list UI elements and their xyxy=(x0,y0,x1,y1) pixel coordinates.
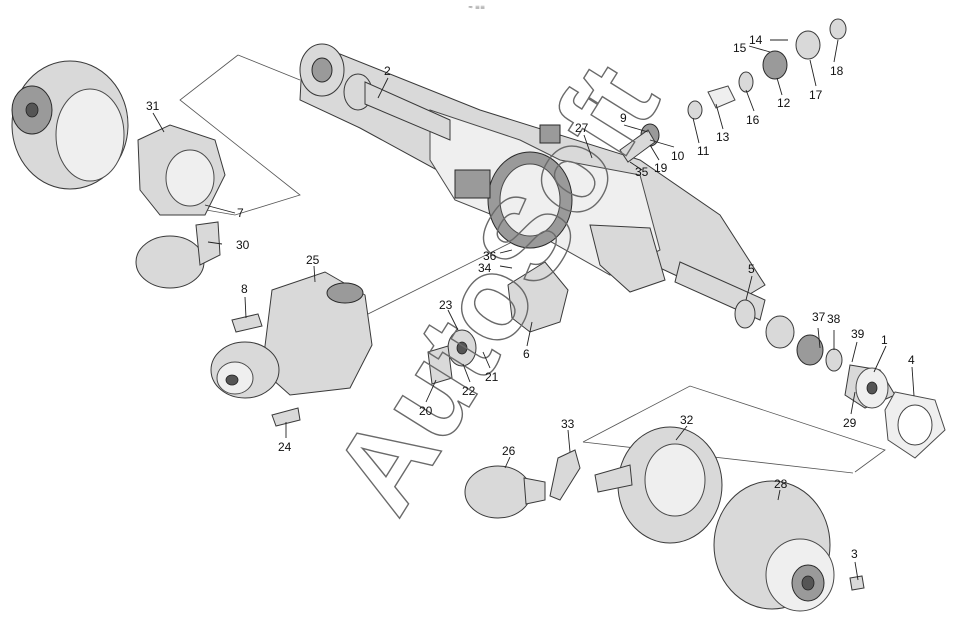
callout-17: 17 xyxy=(809,88,823,102)
callout-27: 27 xyxy=(575,121,589,135)
callout-32: 32 xyxy=(680,413,694,427)
callout-7: 7 xyxy=(237,206,244,220)
callout-36: 36 xyxy=(483,249,497,263)
callout-30: 30 xyxy=(236,238,250,252)
left-brake-drum xyxy=(11,60,129,190)
callout-12: 12 xyxy=(777,96,791,110)
right-brake-shoes xyxy=(594,426,723,544)
callout-11: 11 xyxy=(697,144,710,158)
callout-13: 13 xyxy=(716,130,730,144)
right-brake-chamber xyxy=(464,465,546,519)
callout-23: 23 xyxy=(439,298,453,312)
callout-15: 15 xyxy=(733,41,747,55)
callout-37: 37 xyxy=(812,310,826,324)
callout-8: 8 xyxy=(241,282,248,296)
callout-20: 20 xyxy=(419,404,433,418)
differential xyxy=(210,271,373,427)
callout-2: 2 xyxy=(384,64,391,78)
slack-adjuster xyxy=(549,449,581,501)
callout-21: 21 xyxy=(485,370,499,384)
left-brake-chamber xyxy=(135,221,221,289)
left-brake-shoes xyxy=(137,124,226,216)
hub-flange xyxy=(844,364,896,409)
callout-35: 35 xyxy=(635,165,649,179)
callout-1: 1 xyxy=(881,333,888,347)
callout-10: 10 xyxy=(671,149,685,163)
callout-38: 38 xyxy=(827,312,841,326)
callout-33: 33 xyxy=(561,417,575,431)
callout-14: 14 xyxy=(749,33,763,47)
callout-34: 34 xyxy=(478,261,492,275)
callout-4: 4 xyxy=(908,353,915,367)
left-shaft xyxy=(299,43,451,141)
callout-9: 9 xyxy=(620,111,627,125)
top-mark: ≈ ≡≡ xyxy=(468,4,485,11)
callout-19: 19 xyxy=(654,161,668,175)
callout-16: 16 xyxy=(746,113,760,127)
callout-3: 3 xyxy=(851,547,858,561)
callout-25: 25 xyxy=(306,253,320,267)
right-shaft xyxy=(674,261,843,372)
callout-5: 5 xyxy=(748,262,755,276)
callout-18: 18 xyxy=(830,64,844,78)
bracket xyxy=(427,261,569,385)
callout-29: 29 xyxy=(843,416,857,430)
callout-24: 24 xyxy=(278,440,292,454)
guide-lines xyxy=(159,54,886,474)
callouts: 1 2 3 4 5 6 7 8 9 10 11 12 13 14 15 16 1… xyxy=(146,33,915,561)
callout-26: 26 xyxy=(502,444,516,458)
leader-lines xyxy=(152,39,915,581)
callout-39: 39 xyxy=(851,327,865,341)
callout-22: 22 xyxy=(462,384,476,398)
input-shaft-parts xyxy=(619,18,847,163)
callout-28: 28 xyxy=(774,477,788,491)
callout-31: 31 xyxy=(146,99,160,113)
callout-6: 6 xyxy=(523,347,530,361)
right-brake-drum xyxy=(713,480,865,612)
gasket xyxy=(884,391,946,459)
